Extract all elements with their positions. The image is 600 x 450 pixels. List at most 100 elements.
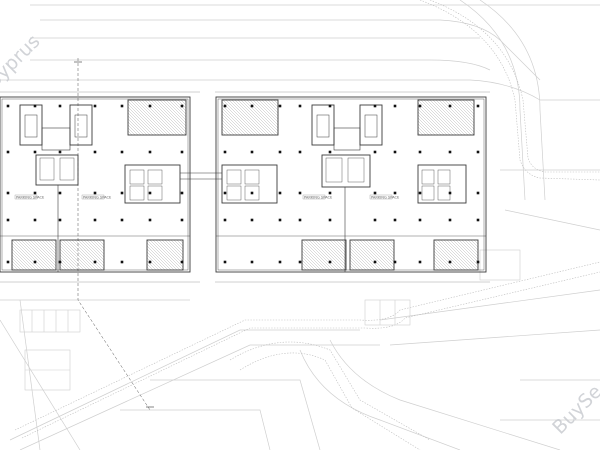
column [448,218,452,222]
column [278,218,282,222]
column [6,260,10,264]
column [180,104,184,108]
road-edge [19,299,41,450]
column [33,191,37,195]
column [250,104,254,108]
column [448,104,452,108]
column [33,104,37,108]
column [393,150,397,154]
room-labels: PARKING SPACE PARKING SPACE PARKING SPAC… [14,194,400,199]
road-edge [30,59,491,71]
room-label: PARKING SPACE [371,195,400,199]
column [223,104,227,108]
column [148,218,152,222]
column [250,150,254,154]
column [328,218,332,222]
column [393,191,397,195]
column [250,260,254,264]
column [6,218,10,222]
column [328,150,332,154]
column [476,218,480,222]
column [373,104,377,108]
road-edge [459,0,526,201]
column [278,260,282,264]
column [120,150,124,154]
column [93,191,97,195]
column [6,150,10,154]
column [58,191,62,195]
column [148,150,152,154]
column [180,150,184,154]
structural-columns [6,104,480,264]
road-edge [150,379,321,450]
room-label: PARKING SPACE [16,195,45,199]
column [328,260,332,264]
survey-line [77,58,151,411]
road-edge [0,319,81,450]
column [58,218,62,222]
column [148,191,152,195]
room-label: PARKING SPACE [83,195,112,199]
column [33,218,37,222]
room-label: PARKING SPACE [304,195,333,199]
column [223,191,227,195]
road-edge [479,0,546,201]
column [223,218,227,222]
column [120,191,124,195]
column [120,104,124,108]
column [148,104,152,108]
road-edge [19,344,380,450]
column [393,218,397,222]
column [278,150,282,154]
column [298,218,302,222]
road-edge [9,329,360,441]
column [120,218,124,222]
survey-marker [74,61,154,408]
column [418,191,422,195]
column [93,218,97,222]
column [418,260,422,264]
column [58,104,62,108]
column [328,191,332,195]
column [180,218,184,222]
column [373,191,377,195]
column [6,104,10,108]
column [6,191,10,195]
connector-bridge [180,172,222,180]
road-edge [120,409,271,450]
column [328,104,332,108]
road-edge [389,329,600,346]
column [58,260,62,264]
road-edge [0,79,600,101]
column [418,150,422,154]
road-edge [329,339,561,450]
column [476,191,480,195]
column [373,150,377,154]
road-edge [504,209,600,231]
column [418,218,422,222]
road-edge [299,349,461,450]
column [373,260,377,264]
column [393,260,397,264]
column [448,260,452,264]
column [298,104,302,108]
road-edge [40,19,541,81]
column [298,191,302,195]
column [373,218,377,222]
column [223,260,227,264]
column [93,104,97,108]
column [476,150,480,154]
paved-strip [14,0,600,450]
column [250,218,254,222]
column [250,191,254,195]
column [93,260,97,264]
column [33,260,37,264]
column [33,150,37,154]
column [298,150,302,154]
column [278,191,282,195]
building-b [215,96,487,273]
column [448,191,452,195]
column [298,260,302,264]
